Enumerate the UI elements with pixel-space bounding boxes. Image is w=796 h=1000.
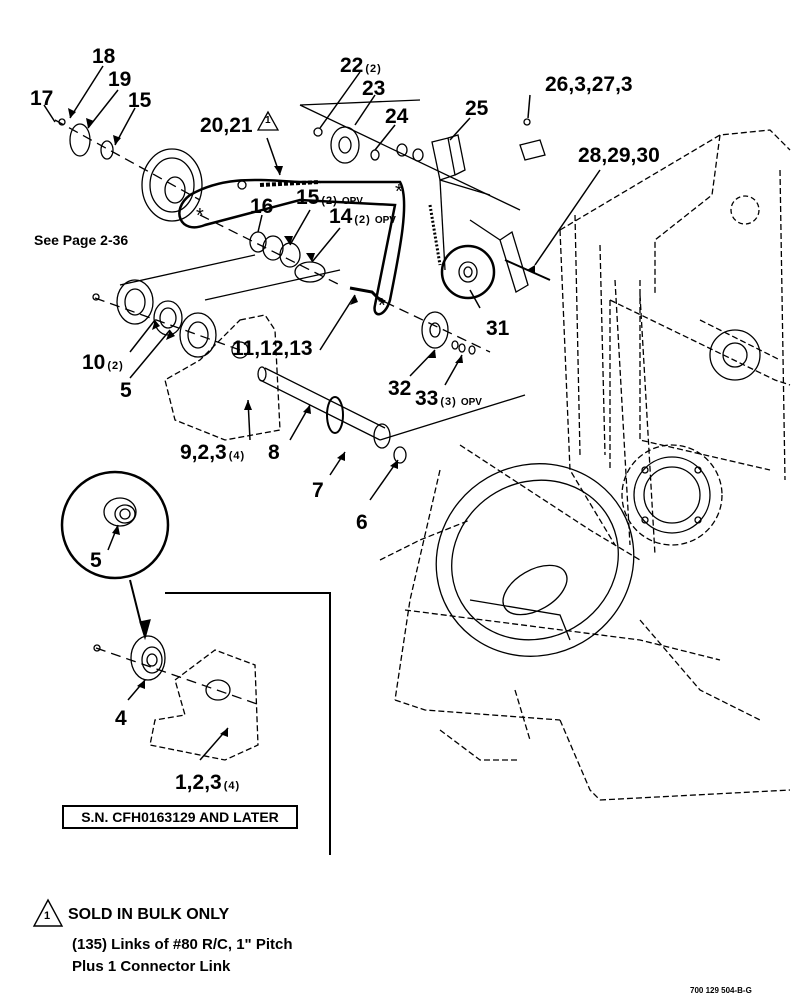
- callout-7: 7: [312, 479, 324, 502]
- callout-1-2-3: 1,2,3(4): [175, 771, 241, 794]
- note-triangle-icon: [32, 898, 64, 927]
- callout-15: 15: [128, 89, 152, 112]
- callout-14-opv: 14(2)OPV: [329, 205, 396, 228]
- callout-23: 23: [362, 77, 386, 100]
- gearbox-plate: [621, 444, 723, 546]
- chain-loop: [178, 178, 406, 316]
- svg-text:*: *: [378, 295, 386, 317]
- bearing-detail-circle: [60, 470, 170, 580]
- serial-number-box: S.N. CFH0163129 AND LATER: [62, 805, 298, 829]
- callout-19: 19: [108, 68, 132, 91]
- svg-text:*: *: [196, 205, 204, 227]
- callout-26-3-27-3: 26,3,27,3: [545, 73, 633, 96]
- note-line-2: Plus 1 Connector Link: [72, 958, 231, 975]
- note-1-triangle-marker: [256, 110, 280, 131]
- machine-frame: [379, 129, 791, 801]
- callout-5: 5: [120, 379, 132, 402]
- upper-sprocket-assembly: [54, 118, 203, 222]
- callout-22: 22(2): [340, 54, 382, 77]
- lower-bearing-assembly: [93, 635, 261, 761]
- frame-pulley: [709, 329, 761, 381]
- callout-6: 6: [356, 511, 368, 534]
- svg-text:*: *: [395, 181, 403, 203]
- callout-17: 17: [30, 87, 54, 110]
- note-title: SOLD IN BULK ONLY: [68, 906, 230, 923]
- callout-24: 24: [385, 105, 409, 128]
- callout-32: 32: [388, 377, 412, 400]
- see-page-reference: See Page 2-36: [34, 232, 129, 248]
- callout-28-29-30: 28,29,30: [578, 144, 660, 167]
- callout-4: 4: [115, 707, 127, 730]
- callout-18: 18: [92, 45, 116, 68]
- flywheel: [435, 463, 635, 657]
- arrow-heads: [68, 108, 535, 737]
- document-id: 700 129 504-B-G: [690, 986, 752, 995]
- callout-11-12-13: 11,12,13: [232, 337, 313, 360]
- note-line-1: (135) Links of #80 R/C, 1" Pitch: [72, 936, 293, 953]
- tensioner-block: [428, 134, 466, 271]
- callout-10: 10(2): [82, 351, 124, 374]
- callout-20-21-note-number: 1: [265, 115, 271, 126]
- callout-5-detail: 5: [90, 549, 102, 572]
- shaft-assembly: [92, 254, 526, 464]
- callout-8: 8: [268, 441, 280, 464]
- callout-16: 16: [250, 195, 274, 218]
- callout-25: 25: [465, 97, 489, 120]
- callout-9-2-3: 9,2,3(4): [180, 441, 246, 464]
- callout-20-21: 20,21: [200, 114, 253, 137]
- note-number: 1: [44, 910, 51, 922]
- leader-lines: [43, 65, 601, 761]
- callout-33-opv: 33(3)OPV: [415, 387, 482, 410]
- callout-15-opv: 15(2)OPV: [296, 186, 363, 209]
- idler-detail-circle: [440, 244, 496, 300]
- callout-31: 31: [486, 317, 510, 340]
